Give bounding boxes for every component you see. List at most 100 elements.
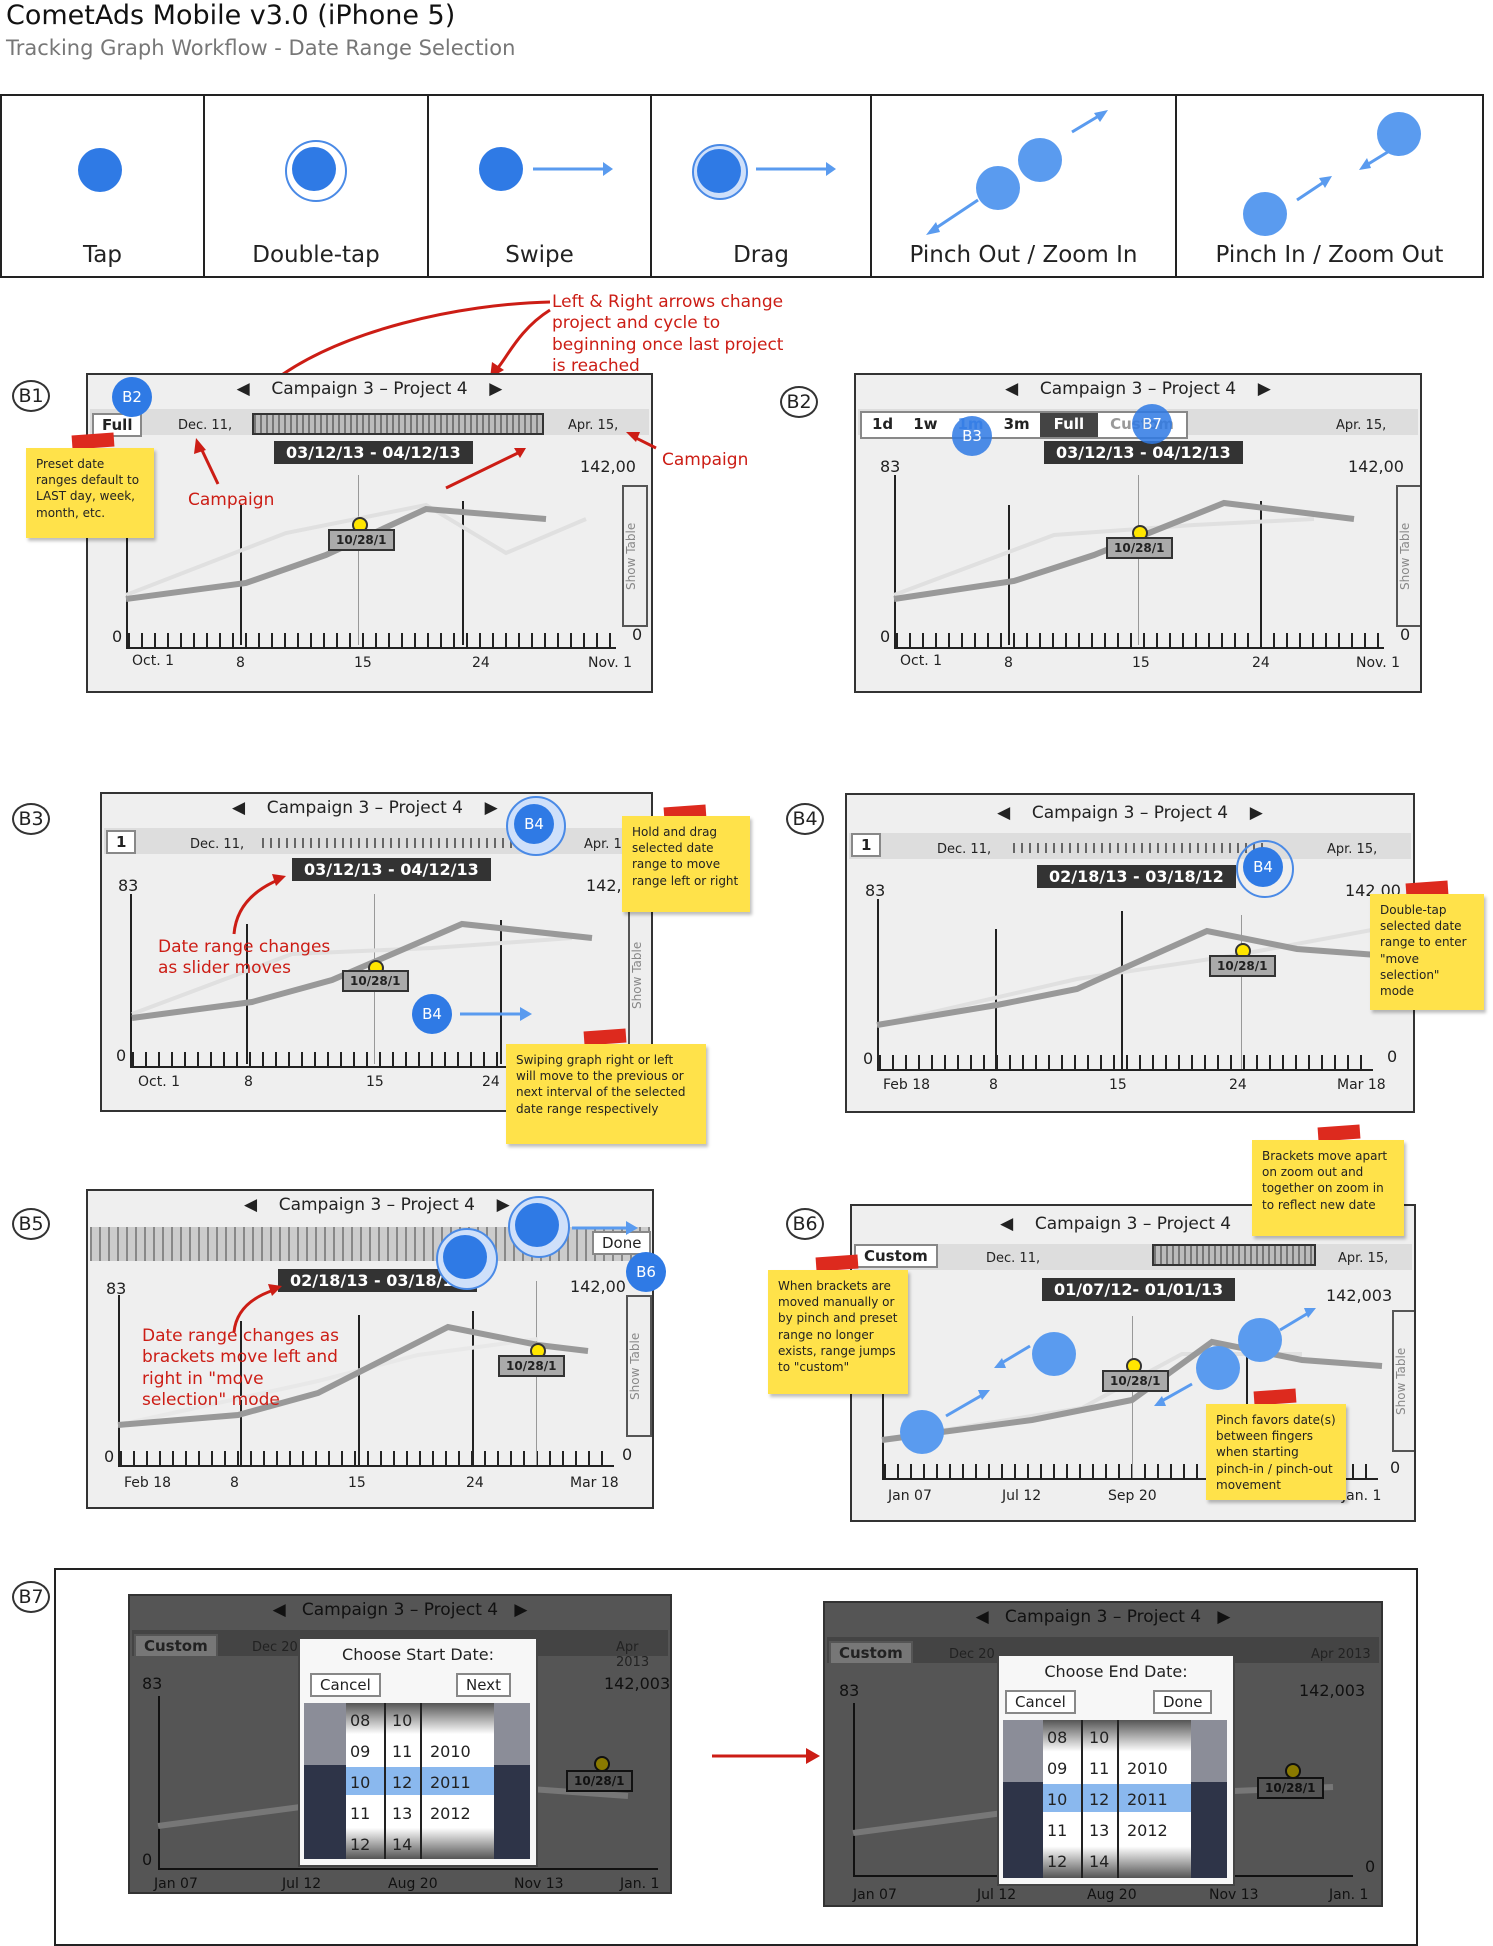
y-max: 142,003 <box>1326 1286 1393 1305</box>
pinch-out-arrows-icon <box>926 110 1108 235</box>
finger-icon <box>515 1203 559 1247</box>
sticky-double-tap: Double-tap selected date range to enter … <box>1370 894 1484 1010</box>
selected-range[interactable]: 01/07/12- 01/01/13 <box>1042 1278 1236 1301</box>
x-label: 15 <box>366 1074 384 1090</box>
gesture-drag: Drag <box>652 96 872 276</box>
picker-col-year[interactable]: 2010 2011 2012 <box>430 1705 471 1829</box>
gridline <box>472 1311 474 1465</box>
prev-project-icon[interactable]: ◀ <box>272 1600 286 1620</box>
show-table-tab[interactable]: Show Table <box>626 1295 652 1437</box>
brackets-note: Date range changes as brackets move left… <box>142 1326 339 1410</box>
picker-col-month[interactable]: 08 09 10 11 12 <box>1047 1722 1067 1877</box>
done-button[interactable]: Done <box>1153 1690 1213 1714</box>
next-project-icon[interactable]: ▶ <box>1249 803 1263 823</box>
prev-project-icon[interactable]: ◀ <box>244 1195 258 1215</box>
x-label: 8 <box>230 1475 239 1491</box>
marker-label: 10/28/1 <box>328 529 395 551</box>
preset-button[interactable]: 1 <box>851 833 882 857</box>
x-label: Jul 12 <box>977 1887 1017 1903</box>
y-min-top: 83 <box>118 876 139 895</box>
x-axis <box>882 1478 1378 1480</box>
cancel-button[interactable]: Cancel <box>310 1673 381 1697</box>
b2-link-badge[interactable]: B2 <box>112 377 152 417</box>
b3-link-badge[interactable]: B3 <box>952 416 992 456</box>
picker-col-month[interactable]: 08 09 10 11 12 <box>350 1705 370 1860</box>
preset-3m[interactable]: 3m <box>1003 415 1030 433</box>
done-button[interactable]: Done <box>592 1231 652 1255</box>
prev-project-icon[interactable]: ◀ <box>1005 379 1019 399</box>
picker-col-day[interactable]: 10 11 12 13 14 <box>392 1705 412 1860</box>
next-project-icon[interactable]: ▶ <box>484 798 498 818</box>
b4-link-badge[interactable]: B4 <box>514 804 554 844</box>
show-table-tab[interactable]: Show Table <box>1396 485 1420 627</box>
x-label: Jan. 1 <box>1342 1488 1382 1504</box>
picker-value: 13 <box>392 1804 413 1823</box>
finger-icon <box>1032 1332 1076 1376</box>
x-label: 8 <box>989 1077 998 1093</box>
selected-range[interactable]: 03/12/13 - 04/12/13 <box>292 858 491 881</box>
picker-col-day[interactable]: 10 11 12 13 14 <box>1089 1722 1109 1877</box>
gesture-label: Double-tap <box>252 242 380 268</box>
preset-button[interactable]: 1 <box>106 830 137 854</box>
selected-range[interactable]: 02/18/13 - 03/18/12 <box>1037 865 1236 888</box>
prev-project-icon[interactable]: ◀ <box>232 798 246 818</box>
section-flag-b2: B2 <box>780 386 818 418</box>
next-project-icon[interactable]: ▶ <box>514 1600 528 1620</box>
y-axis <box>853 1703 855 1877</box>
b6-link-badge[interactable]: B6 <box>626 1252 666 1292</box>
y-axis <box>126 475 128 649</box>
preset-button[interactable]: Custom <box>829 1641 913 1665</box>
slider-end: Apr. 15 <box>584 837 631 852</box>
selected-range[interactable]: 03/12/13 - 04/12/13 <box>274 441 473 464</box>
preset-1w[interactable]: 1w <box>913 415 938 433</box>
preset-button[interactable]: Custom <box>854 1244 938 1268</box>
gridline <box>246 924 248 1064</box>
next-project-icon[interactable]: ▶ <box>1217 1607 1231 1627</box>
finger-icon <box>1018 138 1062 182</box>
x-label: 8 <box>244 1074 253 1090</box>
gridline <box>1260 501 1262 645</box>
x-axis <box>126 647 616 649</box>
preset-button[interactable]: Full <box>92 413 143 437</box>
selected-range[interactable]: 03/12/13 - 04/12/13 <box>1044 441 1243 464</box>
campaign-note-left: Campaign <box>188 490 275 510</box>
slider-range-bracket[interactable] <box>252 413 544 435</box>
prev-project-icon[interactable]: ◀ <box>997 803 1011 823</box>
x-axis <box>130 1066 620 1068</box>
picker-divider <box>384 1703 386 1859</box>
picker-divider <box>1117 1720 1119 1878</box>
y-min: 0 <box>880 627 891 646</box>
preset-button[interactable]: Custom <box>134 1634 218 1658</box>
tape <box>71 432 115 450</box>
selected-range[interactable]: 02/18/13 - 03/18/12 <box>278 1269 477 1292</box>
arrows-note: Left & Right arrows change project and c… <box>552 292 784 376</box>
picker-value: 11 <box>392 1742 413 1761</box>
project-label: Campaign 3 – Project 4 <box>1031 803 1229 823</box>
picker-col-year[interactable]: 2010 2011 2012 <box>1127 1722 1168 1846</box>
project-label: Campaign 3 – Project 4 <box>278 1195 475 1215</box>
prev-project-icon[interactable]: ◀ <box>1000 1214 1014 1234</box>
pinch-arrows-icon <box>945 1308 1316 1418</box>
picker-value: 10 <box>392 1711 413 1730</box>
next-project-icon[interactable]: ▶ <box>496 1195 510 1215</box>
show-table-tab[interactable]: Show Table <box>628 904 651 1046</box>
prev-project-icon[interactable]: ◀ <box>975 1607 989 1627</box>
gridline <box>1008 505 1010 645</box>
y-axis <box>894 475 896 649</box>
slider-range-bracket[interactable] <box>1152 1244 1316 1266</box>
b4-swipe-badge[interactable]: B4 <box>412 994 452 1034</box>
next-project-icon[interactable]: ▶ <box>489 379 503 399</box>
preset-1d[interactable]: 1d <box>872 415 894 433</box>
cancel-button[interactable]: Cancel <box>1005 1690 1076 1714</box>
preset-full[interactable]: Full <box>1039 413 1099 437</box>
swipe-arrow-icon <box>460 1007 532 1021</box>
picker-value: 2012 <box>1127 1821 1168 1840</box>
prev-project-icon[interactable]: ◀ <box>236 379 250 399</box>
date-slider[interactable] <box>854 1244 1412 1270</box>
slider-end: Apr. 15, <box>568 418 619 433</box>
b4-badge[interactable]: B4 <box>1243 847 1283 887</box>
next-button[interactable]: Next <box>456 1673 511 1697</box>
b7-link-badge[interactable]: B7 <box>1132 404 1172 444</box>
tape <box>583 1028 627 1046</box>
next-project-icon[interactable]: ▶ <box>1257 379 1271 399</box>
